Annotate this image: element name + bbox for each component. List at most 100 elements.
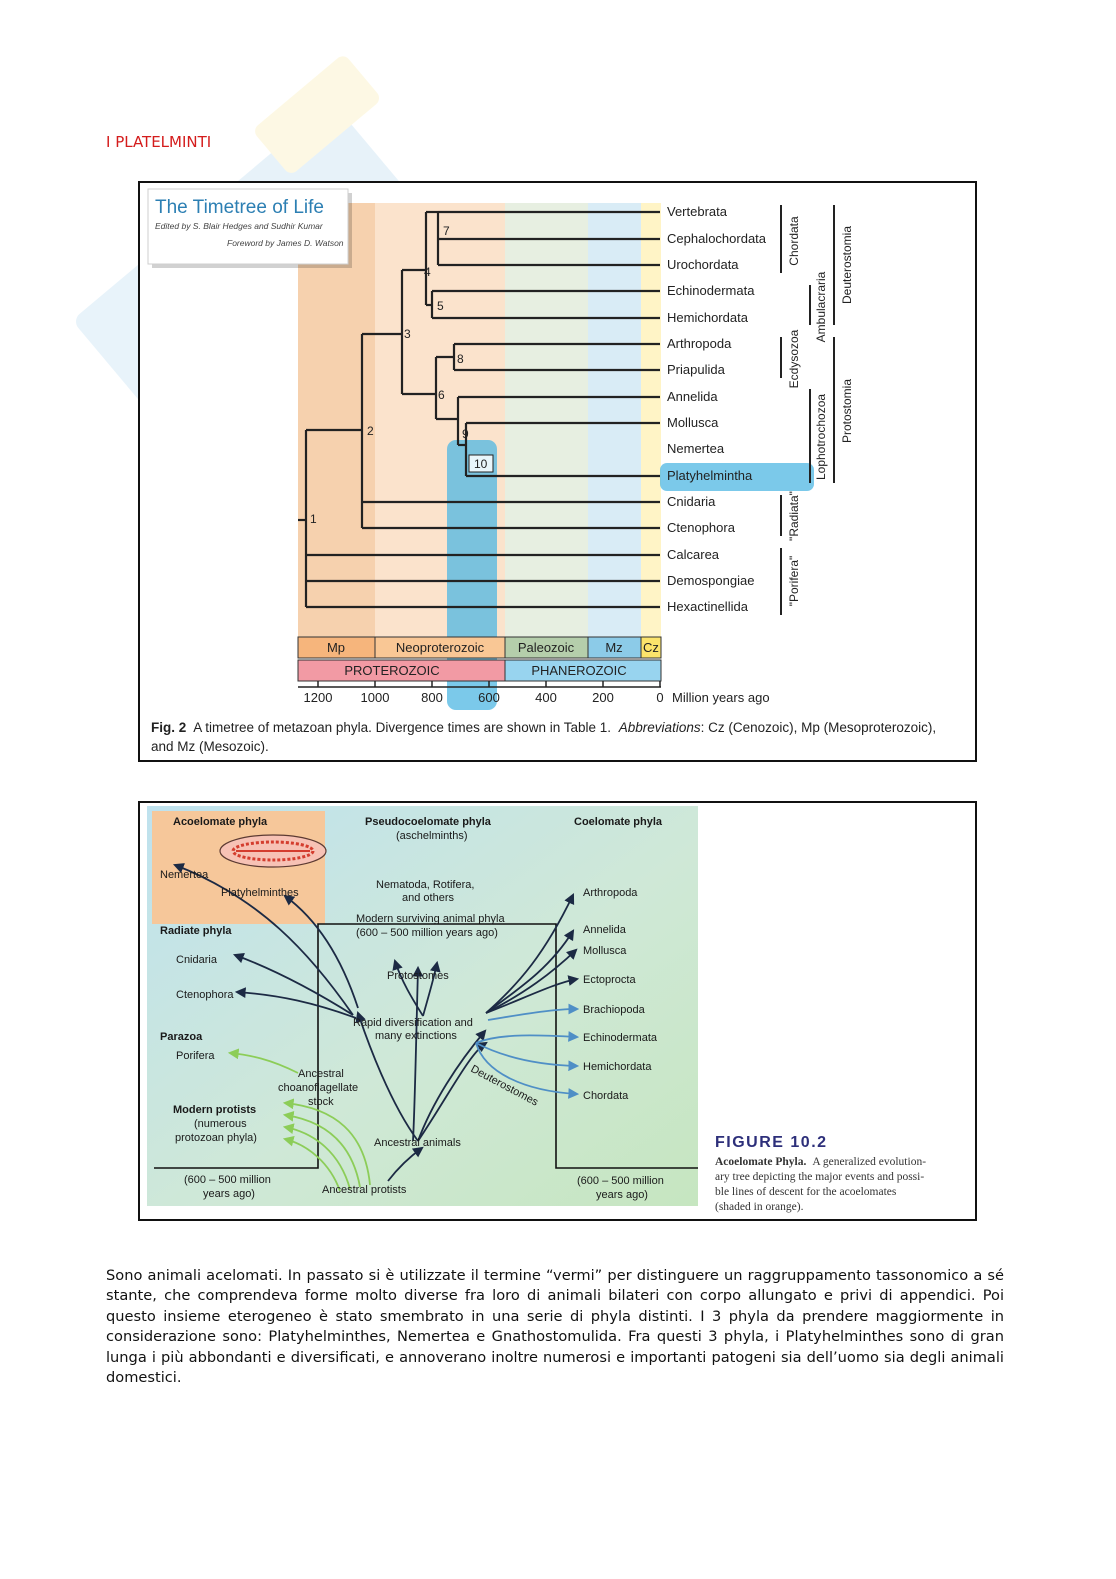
- taxon-label: Demospongiae: [667, 573, 754, 588]
- figure2-caption-line4: (shaded in orange).: [715, 1201, 804, 1213]
- taxon-label: Hexactinellida: [667, 599, 749, 614]
- caption-line2: and Mz (Mesozoic).: [151, 739, 269, 754]
- descent-arrows-dark: [172, 863, 580, 1182]
- coelomate-phylum: Brachiopoda: [583, 1004, 646, 1016]
- ancestral-animals-label: Ancestral animals: [374, 1137, 461, 1149]
- figure1-caption-line1: Fig. 2 A timetree of metazoan phyla. Div…: [151, 720, 936, 735]
- era-label: Mp: [327, 640, 345, 655]
- ancestral-choano-label: stock: [308, 1096, 334, 1108]
- ancestral-choano-label: Ancestral: [298, 1068, 344, 1080]
- era-label: Cz: [643, 640, 659, 655]
- caption-text: A generalized evolution-: [812, 1156, 926, 1168]
- era-label: Mz: [605, 640, 622, 655]
- book-cover: The Timetree of Life Edited by S. Blair …: [147, 188, 352, 268]
- acoelomate-header: Acoelomate phyla: [173, 816, 268, 828]
- pseudocoelomate-header: Pseudocoelomate phyla: [365, 816, 492, 828]
- porifera-label: Porifera: [176, 1050, 215, 1062]
- axis-tick: 800: [421, 690, 443, 705]
- group-label-protostomia: Protostomia: [840, 379, 854, 443]
- node-label: 4: [424, 265, 431, 279]
- book-editors: Edited by S. Blair Hedges and Sudhir Kum…: [155, 221, 324, 231]
- mp-band: [298, 203, 375, 638]
- axis-tick: 600: [478, 690, 500, 705]
- coelomate-phylum: Chordata: [583, 1090, 629, 1102]
- axis-tick: 1000: [361, 690, 390, 705]
- acoelomate-figure: Acoelomate phyla Pseudocoelomate phyla (…: [138, 801, 977, 1221]
- caption-prefix: Fig. 2: [151, 720, 186, 735]
- group-label-chordata: Chordata: [787, 216, 801, 266]
- nematoda-label: and others: [402, 892, 454, 904]
- figure2-caption-line3: ble lines of descent for the acoelomates: [715, 1186, 897, 1198]
- modern-protists-label: (numerous: [194, 1118, 247, 1130]
- taxon-label: Platyhelminthа: [667, 468, 753, 483]
- caption-bold: Acoelomate Phyla.: [715, 1156, 806, 1168]
- era-cenozoic: [640, 636, 662, 659]
- body-paragraph: Sono animali acelomati. In passato si è …: [106, 1267, 1004, 1387]
- time-right-label: years ago): [596, 1189, 648, 1201]
- platyhelminthes-label: Platyhelminthes: [221, 887, 299, 899]
- node-label: 6: [438, 388, 445, 402]
- taxon-label: Cephalochordata: [667, 231, 767, 246]
- taxon-label: Cnidaria: [667, 494, 716, 509]
- node-label: 8: [457, 352, 464, 366]
- taxon-label: Urochordata: [667, 257, 739, 272]
- protostomes-label: Protostomes: [387, 970, 449, 982]
- descent-arrows-blue: [475, 1003, 580, 1099]
- taxon-label: Priapulida: [667, 362, 726, 377]
- axis-tick: 400: [535, 690, 557, 705]
- modern-surviving-label: (600 – 500 million years ago): [356, 927, 498, 939]
- time-left-label: (600 – 500 million: [184, 1174, 271, 1186]
- cenozoic-band: [641, 203, 661, 638]
- node-label: 5: [437, 299, 444, 313]
- group-label-deuterostomia: Deuterostomia: [840, 226, 854, 304]
- axis-tick: 1200: [304, 690, 333, 705]
- taxon-label: Hemichordata: [667, 310, 749, 325]
- taxon-label: Mollusca: [667, 415, 719, 430]
- radiate-header: Radiate phyla: [160, 925, 232, 937]
- group-label-lophotrochozoa: Lophotrochozoa: [814, 394, 828, 480]
- taxon-label: Echinodermata: [667, 283, 755, 298]
- eon-label: PHANEROZOIC: [531, 663, 626, 678]
- paleozoic-band: [505, 203, 588, 638]
- pseudocoelomate-sub: (aschelminths): [396, 830, 468, 842]
- axis-tick: 200: [592, 690, 614, 705]
- group-label-porifera: "Porifera": [787, 556, 801, 607]
- axis-tick: 0: [656, 690, 663, 705]
- timetree-figure: 1 2 3 4 5 6 7 8 9 10 Vertebrata Cephaloc…: [138, 181, 977, 762]
- node-label: 10: [474, 457, 488, 471]
- era-label: Neoproterozoic: [396, 640, 485, 655]
- descent-arrows-green: [227, 1048, 371, 1192]
- coelomate-phylum: Ectoprocta: [583, 974, 636, 986]
- ctenophora-label: Ctenophora: [176, 989, 234, 1001]
- node-10-box: [468, 454, 494, 473]
- coelomate-phylum: Hemichordata: [583, 1061, 652, 1073]
- flatworm-illustration: [219, 834, 327, 868]
- timeline-frame: [154, 923, 698, 1169]
- group-label-ambulacraria: Ambulacraria: [814, 271, 828, 342]
- node-label: 2: [367, 424, 374, 438]
- book-title: The Timetree of Life: [155, 197, 324, 218]
- group-brackets: [780, 205, 835, 615]
- taxon-label: Vertebrata: [667, 204, 728, 219]
- parazoa-header: Parazoa: [160, 1031, 203, 1043]
- figure2-caption-line1: Acoelomate Phyla. A generalized evolution…: [715, 1156, 926, 1168]
- nematoda-label: Nematoda, Rotifera,: [376, 879, 474, 891]
- node-label: 7: [443, 224, 450, 238]
- node-label: 1: [310, 512, 317, 526]
- coelomate-phylum: Echinodermata: [583, 1032, 658, 1044]
- time-right-label: (600 – 500 million: [577, 1175, 664, 1187]
- rapid-label: many extinctions: [375, 1030, 457, 1042]
- modern-protists-label: protozoan phyla): [175, 1132, 257, 1144]
- group-label-ecdysozoa: Ecdysozoa: [787, 329, 801, 388]
- node-label: 3: [404, 327, 411, 341]
- group-label-radiata: "Radiata": [787, 491, 801, 541]
- caption-abbr-label: Abbreviations: [618, 720, 701, 735]
- ancestral-choano-label: choanoflagellate: [278, 1082, 358, 1094]
- mesozoic-band: [588, 203, 641, 638]
- taxon-label: Nemertea: [667, 441, 725, 456]
- taxon-label: Arthropoda: [667, 336, 732, 351]
- book-foreword: Foreword by James D. Watson: [227, 238, 344, 248]
- axis-unit: Million years ago: [672, 690, 770, 705]
- taxon-label: Annelida: [667, 389, 718, 404]
- eon-phanerozoic: [504, 659, 662, 682]
